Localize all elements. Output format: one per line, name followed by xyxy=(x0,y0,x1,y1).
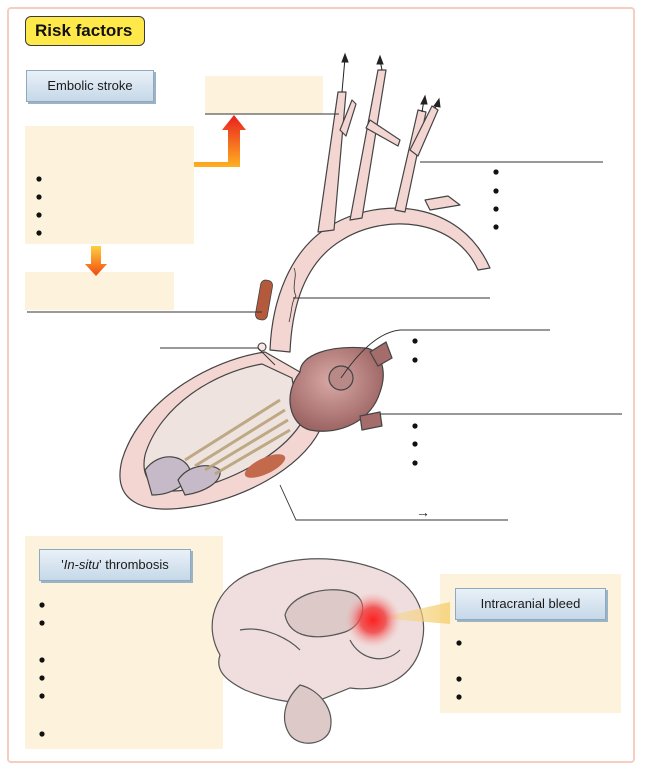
plaque-patch-aorta xyxy=(255,279,273,321)
in-situ-prefix: ' xyxy=(61,557,64,572)
embolic-stroke-text: Embolic stroke xyxy=(47,78,133,93)
small-vessel-ball xyxy=(257,342,267,352)
aortic-arch xyxy=(269,69,491,353)
in-situ-italic: In-situ xyxy=(63,557,100,572)
down-arrow xyxy=(85,246,107,276)
branch-arrows xyxy=(341,52,441,113)
heart-ventricle xyxy=(119,341,393,510)
brain xyxy=(211,558,425,744)
intracranial-bleed-label: Intracranial bleed xyxy=(455,588,606,620)
arrow-glyph: → xyxy=(416,504,430,520)
bullets xyxy=(36,169,499,737)
blank-box-left xyxy=(25,272,174,310)
bleed-spot xyxy=(345,592,401,648)
vessel-crack xyxy=(288,267,297,323)
in-situ-suffix: ' thrombosis xyxy=(99,557,169,572)
risk-box-left xyxy=(25,126,194,244)
in-situ-thrombosis-label: 'In-situ' thrombosis xyxy=(39,549,191,581)
page-title: Risk factors xyxy=(25,16,145,46)
outer-frame xyxy=(7,7,635,763)
blank-box-top xyxy=(205,76,323,114)
embolic-stroke-label: Embolic stroke xyxy=(26,70,154,102)
plaque-patch-ventricle xyxy=(244,454,286,478)
intracranial-bleed-text: Intracranial bleed xyxy=(480,596,581,611)
up-arrow xyxy=(194,115,246,167)
leader-lines xyxy=(27,113,622,521)
